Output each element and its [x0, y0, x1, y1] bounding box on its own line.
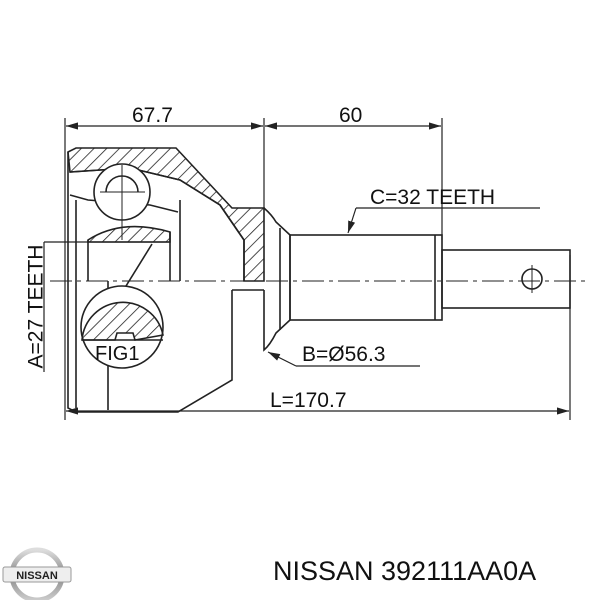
fig1-label: FIG1 — [95, 343, 140, 365]
svg-text:NISSAN: NISSAN — [16, 570, 58, 582]
dimension-60: 60 — [339, 104, 363, 127]
inner-spline-label: A=27 TEETH — [24, 244, 48, 369]
outer-spline-label: C=32 TEETH — [370, 186, 496, 209]
seal-diameter-label: B=Ø56.3 — [302, 343, 386, 366]
total-length-label: L=170.7 — [270, 389, 347, 412]
dimension-67-7: 67.7 — [132, 104, 173, 127]
part-number: NISSAN 392111AA0A — [273, 556, 537, 586]
nissan-logo: NISSAN — [2, 545, 72, 600]
